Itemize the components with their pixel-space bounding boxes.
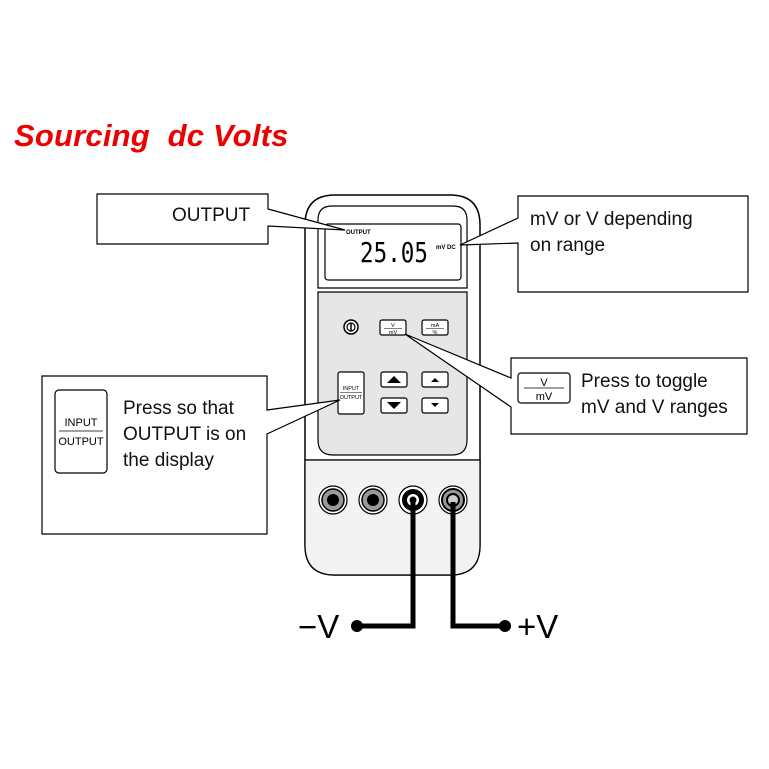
lcd-unit: mV DC [436, 245, 456, 251]
input-output-key-illustration: INPUT OUTPUT [54, 389, 108, 474]
lcd-display: OUTPUT 25.05 mV DC [324, 223, 462, 281]
lcd-mode-label: OUTPUT [346, 230, 371, 236]
callout-input-output: INPUT OUTPUT [41, 375, 341, 535]
callout-range-text: mV or V depending on range [530, 209, 693, 256]
svg-text:mV: mV [389, 330, 398, 336]
svg-text:OUTPUT: OUTPUT [340, 395, 363, 401]
svg-text:%: % [433, 330, 438, 336]
svg-text:INPUT: INPUT [343, 386, 360, 392]
input-output-key[interactable]: INPUT OUTPUT [337, 371, 365, 415]
up-large-key[interactable] [380, 371, 408, 388]
down-large-key[interactable] [380, 397, 408, 414]
jack-1[interactable] [318, 485, 348, 515]
jack-3-negative[interactable] [398, 485, 428, 515]
callout-output [96, 193, 346, 245]
lead-terminal-dot [351, 620, 363, 632]
svg-text:V: V [391, 323, 395, 329]
svg-text:INPUT: INPUT [65, 417, 98, 429]
down-triangle-icon [431, 403, 439, 407]
down-small-key[interactable] [421, 397, 449, 414]
callout-output-text: OUTPUT [172, 205, 251, 226]
callout-range [459, 195, 749, 293]
diagram-title: Sourcing dc Volts [14, 118, 289, 153]
negative-lead-label: −V [298, 608, 339, 645]
svg-text:V: V [540, 377, 548, 389]
lcd-reading: 25.05 [360, 236, 428, 269]
power-button[interactable] [343, 319, 359, 335]
callout-toggle-text: Press to toggle mV and V ranges [581, 371, 728, 418]
svg-text:mA: mA [431, 323, 440, 329]
callout-toggle: V mV [404, 333, 748, 435]
up-small-key[interactable] [421, 371, 449, 388]
positive-lead-label: +V [517, 608, 558, 645]
svg-text:mV: mV [536, 391, 553, 403]
svg-text:OUTPUT: OUTPUT [58, 436, 104, 448]
up-triangle-icon [431, 378, 439, 382]
down-triangle-icon [387, 402, 401, 409]
callout-input-output-text: Press so that OUTPUT is on the display [123, 398, 247, 471]
v-mv-key-illustration: V mV [517, 372, 571, 404]
jack-2[interactable] [358, 485, 388, 515]
v-mv-key[interactable]: V mV [379, 319, 407, 336]
up-triangle-icon [387, 376, 401, 383]
negative-lead [351, 502, 416, 632]
positive-lead [450, 502, 511, 632]
ma-percent-key[interactable]: mA % [421, 319, 449, 336]
lead-terminal-dot [499, 620, 511, 632]
